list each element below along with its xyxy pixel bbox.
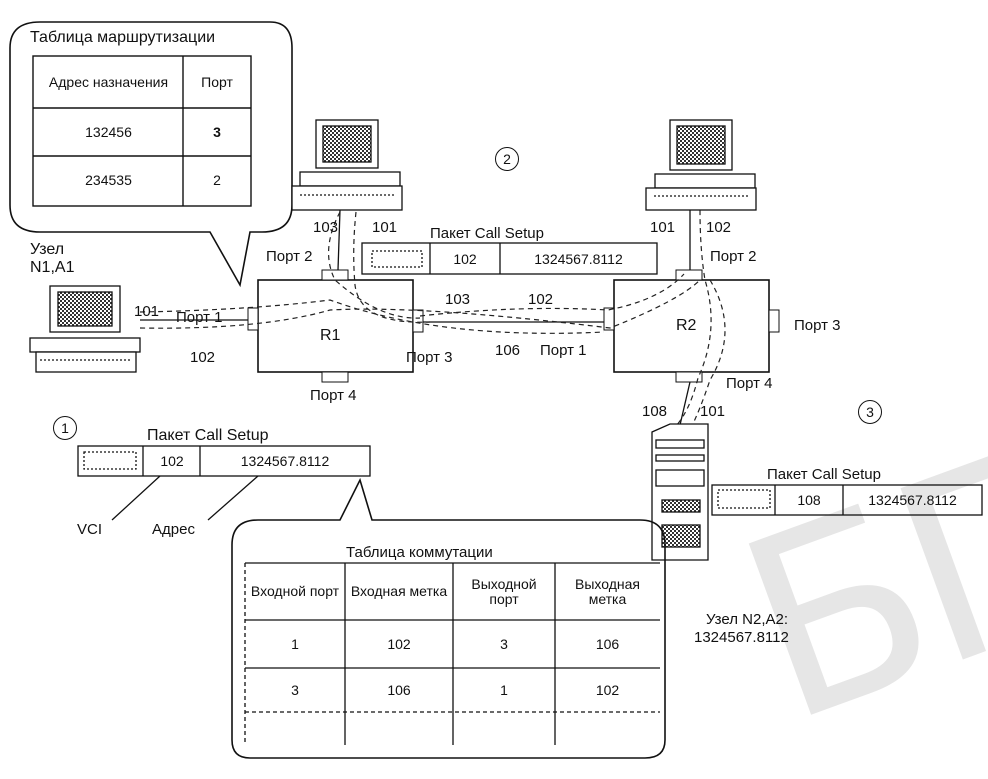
vci-mid-103: 103 [445,292,470,307]
switch-header-in-port: Входной порт [247,565,343,618]
vci-n1-101: 101 [134,304,159,319]
node-n2-label-line2: 1324567.8112 [694,630,789,645]
legend-address: Адрес [152,522,195,537]
node-n1-label-line1: Узел [30,242,64,258]
step-marker-2: 2 [495,147,519,171]
routing-row2-port: 2 [185,158,249,202]
packet-right-title: Пакет Call Setup [767,467,881,482]
r1-port4-stub [322,372,348,382]
packet-right-address: 1324567.8112 [844,486,981,515]
vci-srv-108: 108 [642,404,667,419]
vci-pc1-103: 103 [313,220,338,235]
computer-n1 [30,286,140,372]
r2-port2-label: Порт 2 [710,249,757,264]
r2-port4-label: Порт 4 [726,376,773,391]
routing-header-port: Порт [185,58,249,106]
packet-top-address: 1324567.8112 [501,244,656,274]
r2-port4-stub [676,372,702,382]
switch-callout-bubble [232,480,665,758]
packet-right-vci: 108 [776,486,842,515]
switch-row1-out-label: 106 [557,622,658,666]
vci-n1-102: 102 [190,350,215,365]
legend-vci: VCI [77,522,102,537]
switch-header-in-label: Входная метка [347,565,451,618]
packet-left-address: 1324567.8112 [201,447,369,476]
vci-srv-101: 101 [700,404,725,419]
r2-port1-stub [604,308,614,330]
router-r2-label: R2 [676,318,696,334]
vci-pc1-101: 101 [372,220,397,235]
switch-row2-out-label: 102 [557,670,658,710]
r1-port3-label: Порт 3 [406,350,453,365]
routing-row1-port: 3 [185,110,249,154]
r2-port1-label: Порт 1 [540,343,587,358]
step-marker-3: 3 [858,400,882,424]
r1-port3-stub [413,310,423,332]
r1-port1-stub [248,308,258,330]
vci-mid-102: 102 [528,292,553,307]
router-r1-label: R1 [320,328,340,344]
r2-port3-stub [769,310,779,332]
switch-row1-in-label: 102 [347,622,451,666]
switch-row2-out-port: 1 [455,670,553,710]
packet-left-title: Пакет Call Setup [147,428,269,444]
computer-top-r1 [292,120,402,210]
packet-top-title: Пакет Call Setup [430,226,544,241]
node-n1-label-line2: N1,A1 [30,260,74,276]
network-diagram: БГУ [0,0,988,763]
computer-top-r2 [646,120,756,210]
switch-row1-in-port: 1 [247,622,343,666]
switch-table-title: Таблица коммутации [346,545,493,560]
vci-mid-106: 106 [495,343,520,358]
r1-port2-stub [322,270,348,280]
routing-row1-address: 132456 [36,110,181,154]
packet-left-vci: 102 [144,447,200,476]
switch-row1-out-port: 3 [455,622,553,666]
node-n2-label-line1: Узел N2,A2: [706,612,788,627]
routing-row2-address: 234535 [36,158,181,202]
step-marker-1: 1 [53,416,77,440]
vci-pc2-102: 102 [706,220,731,235]
routing-table-title: Таблица маршрутизации [30,30,215,46]
packet-top-vci: 102 [431,244,499,274]
routing-header-address: Адрес назначения [36,58,181,106]
switch-row2-in-port: 3 [247,670,343,710]
switch-header-out-port: Выходной порт [455,565,553,618]
r1-port1-label: Порт 1 [176,310,223,325]
router-r1-box [258,280,413,372]
switch-row2-in-label: 106 [347,670,451,710]
r2-port3-label: Порт 3 [794,318,841,333]
r2-port2-stub [676,270,702,280]
vci-pc2-101: 101 [650,220,675,235]
r1-port2-label: Порт 2 [266,249,313,264]
switch-header-out-label: Выходная метка [557,565,658,618]
server-n2 [652,424,708,560]
r1-port4-label: Порт 4 [310,388,357,403]
